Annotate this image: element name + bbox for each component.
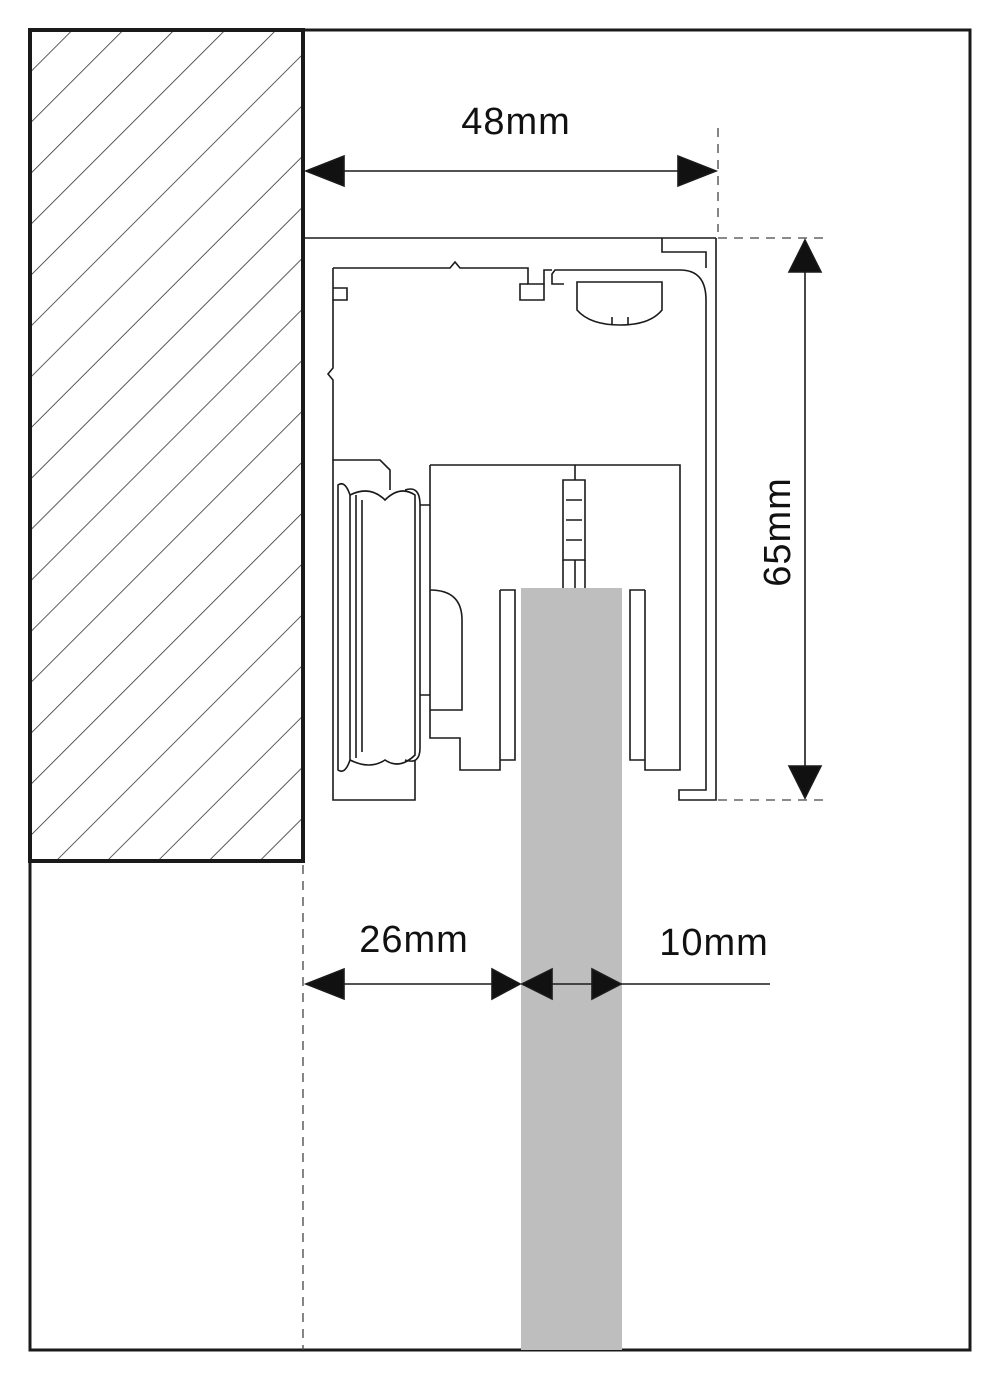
height-label: 65mm (757, 477, 799, 587)
dimension-lines (303, 154, 823, 1001)
roller-wheel (337, 482, 421, 773)
width-label: 48mm (461, 101, 571, 143)
glass-panel (521, 588, 622, 1350)
offset-label: 26mm (359, 919, 469, 961)
reference-lines (302, 128, 826, 1350)
glass-thickness-label: 10mm (659, 922, 769, 964)
track-profile (303, 237, 717, 801)
wall-block (28, 28, 305, 863)
